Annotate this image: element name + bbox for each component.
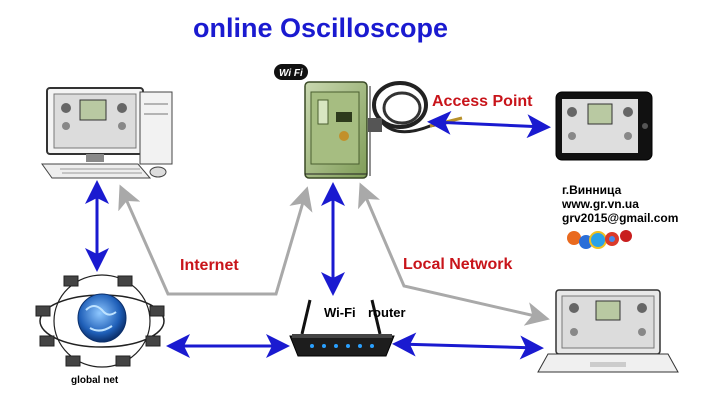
desktop-computer-icon	[41, 87, 173, 179]
contact-website: www.gr.vn.ua	[562, 197, 639, 211]
wifi-badge-label: Wi Fi	[279, 68, 303, 79]
local-network-label: Local Network	[403, 256, 513, 273]
globe-network-icon	[35, 274, 165, 368]
laptop-icon	[537, 289, 679, 373]
arrow-internet-path	[118, 184, 313, 296]
router-label-router: router	[368, 305, 406, 320]
internet-label: Internet	[180, 257, 239, 274]
contact-email: grv2015@gmail.com	[562, 211, 679, 225]
arrow-device-tablet	[427, 110, 551, 139]
browser-logos-icon	[567, 230, 632, 249]
page-title: online Oscilloscope	[193, 13, 449, 43]
arrow-local-network-path	[358, 182, 550, 326]
tablet-icon	[555, 91, 653, 161]
wifi-badge-icon	[274, 64, 308, 80]
blue-arrows	[85, 110, 551, 360]
arrow-router-laptop	[392, 332, 544, 360]
contact-city: г.Винница	[562, 183, 622, 197]
gray-arrows	[118, 182, 550, 326]
router-label-wifi: Wi-Fi	[324, 305, 356, 320]
access-point-label: Access Point	[432, 93, 533, 110]
global-net-label: global net	[71, 375, 119, 386]
